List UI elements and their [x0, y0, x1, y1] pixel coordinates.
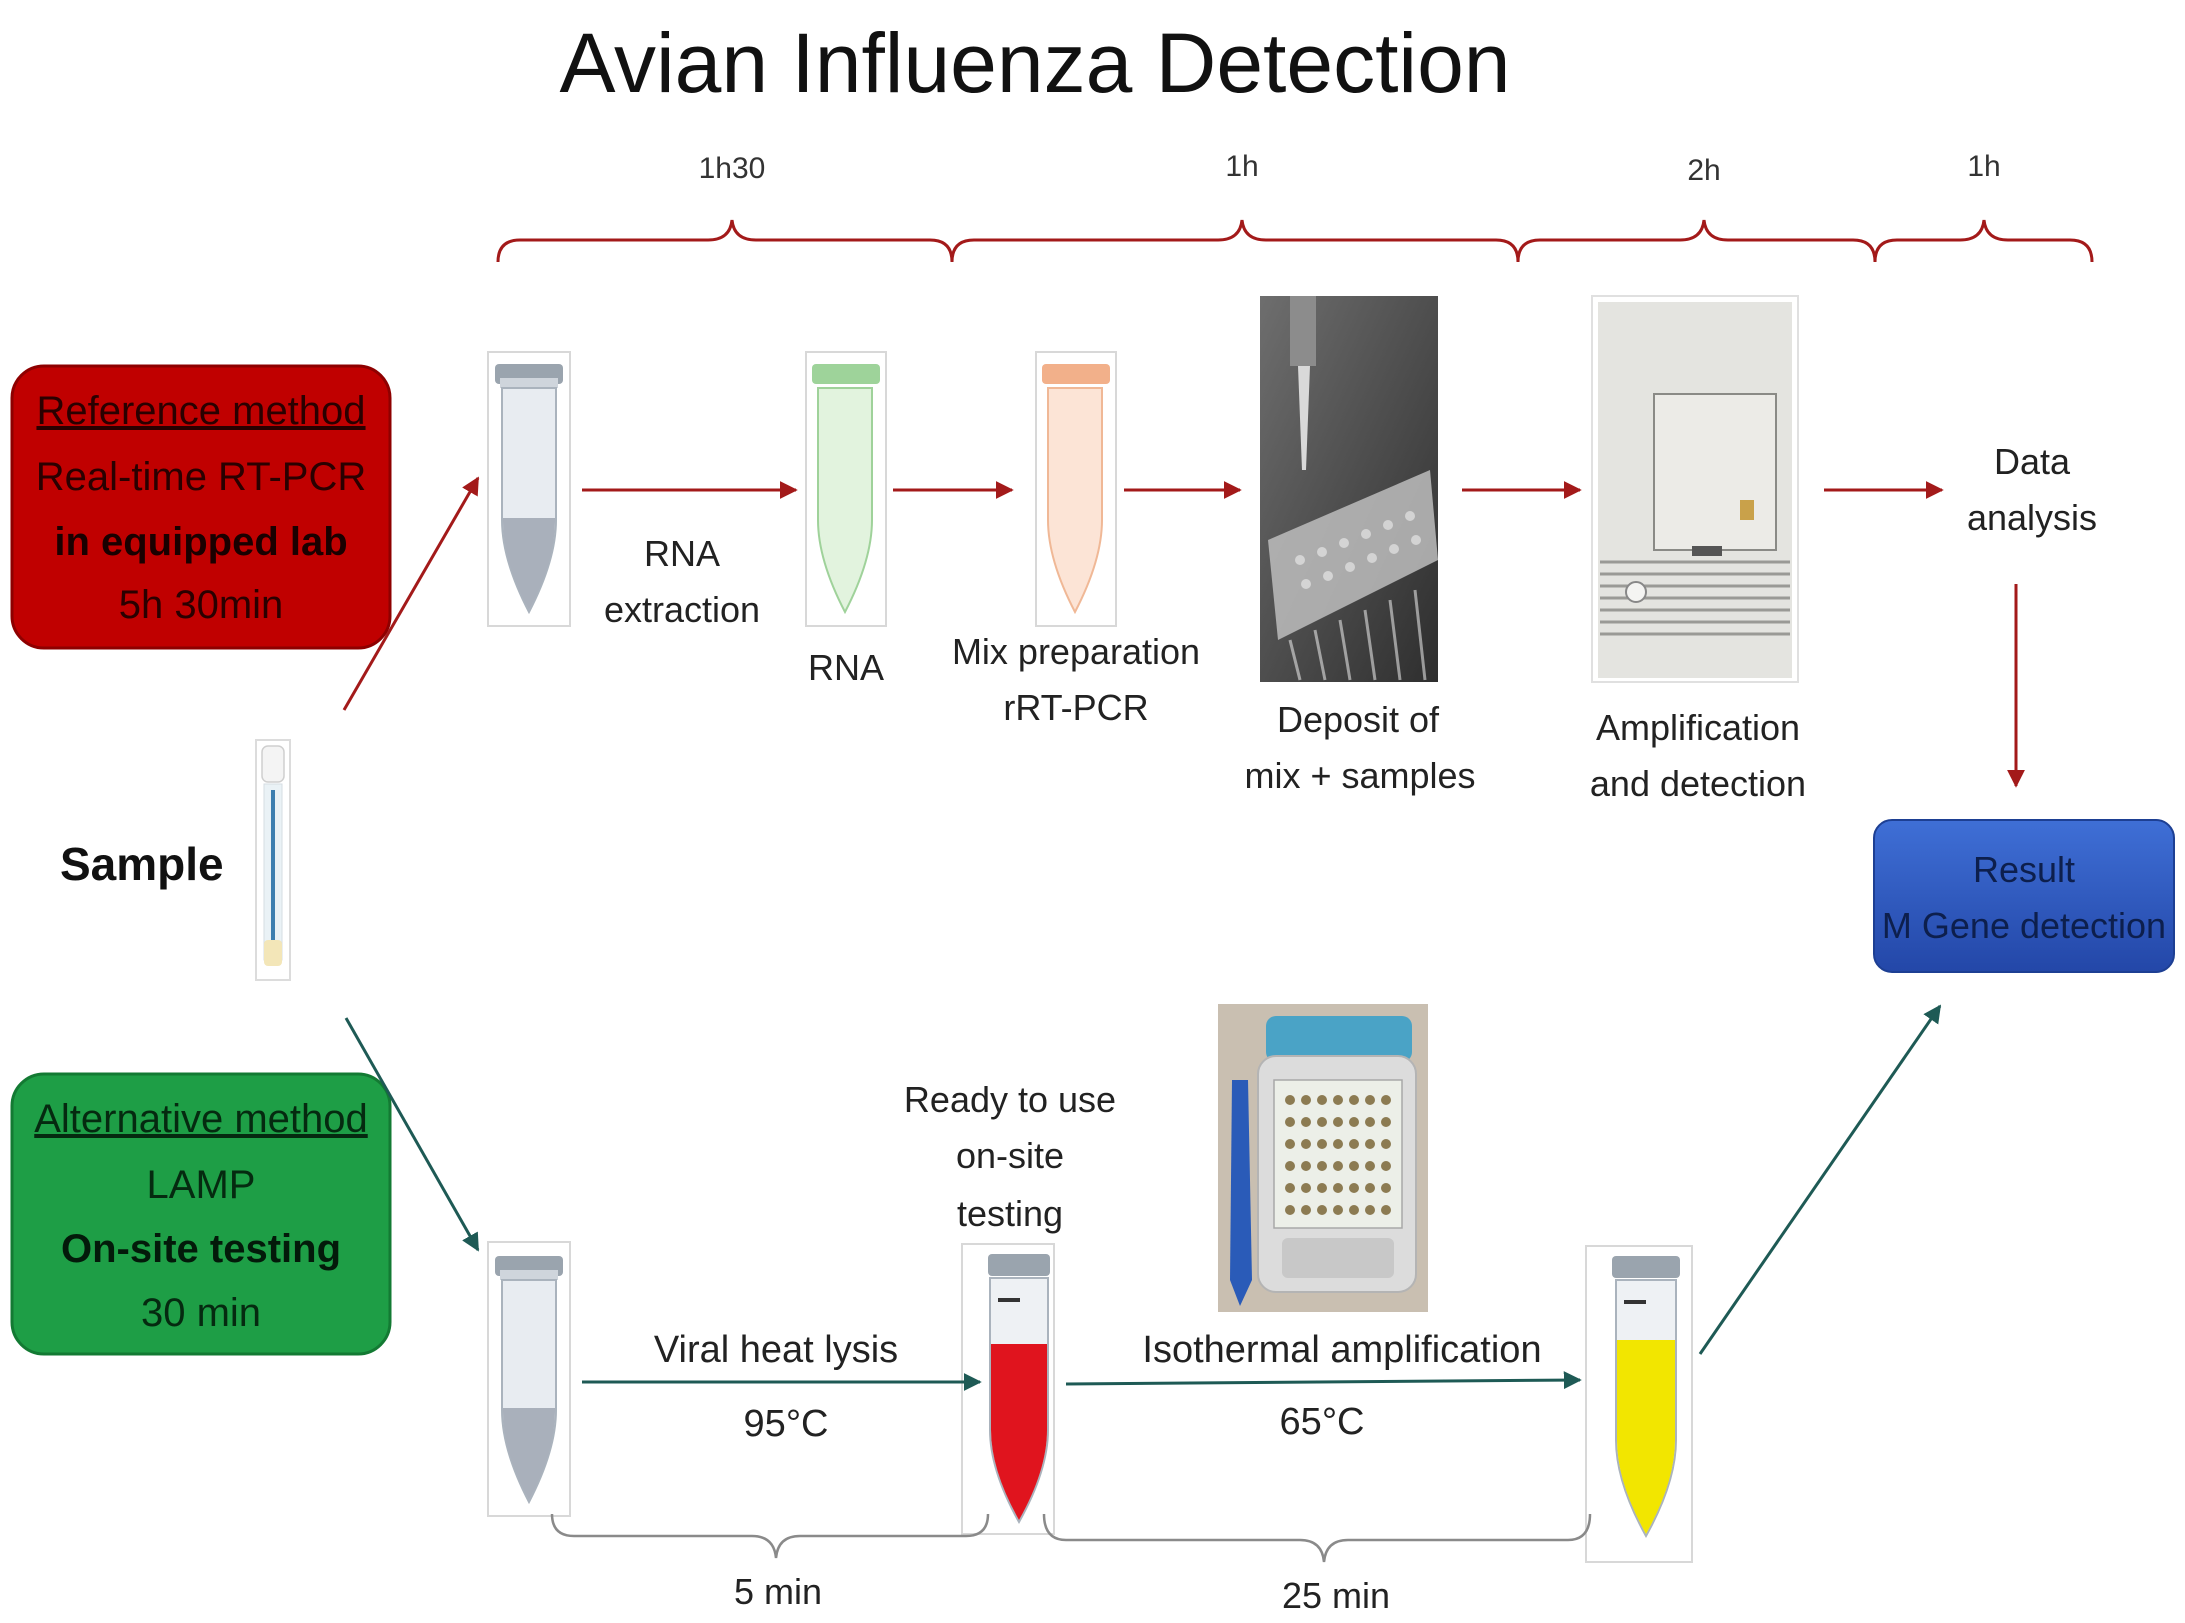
label-ready-1: Ready to use [904, 1079, 1116, 1120]
alternative-setting: On-site testing [61, 1227, 341, 1271]
alternative-duration: 30 min [141, 1291, 261, 1335]
tube-rna [805, 351, 887, 627]
alternative-heading: Alternative method [34, 1097, 368, 1141]
sample-swab-tube [255, 739, 291, 981]
reference-flow-arrows [342, 476, 2025, 788]
label-data-analysis-1: Data [1994, 441, 2071, 482]
pipette-plate-photo [1260, 296, 1438, 682]
thermocycler-photo [1591, 295, 1799, 683]
label-data-analysis-2: analysis [1967, 497, 2097, 538]
reference-duration: 5h 30min [119, 583, 284, 627]
brace-2h [1516, 219, 1877, 263]
tube-sample-top [487, 351, 571, 627]
label-rna-extraction-2: extraction [604, 589, 760, 630]
label-rna-extraction-1: RNA [644, 533, 720, 574]
reference-heading: Reference method [36, 389, 365, 433]
arrow-to-reference-start [342, 476, 480, 711]
reference-setting: in equipped lab [54, 520, 347, 564]
reference-method-box: Reference method Real-time RT-PCR in equ… [10, 364, 392, 650]
duration-label-3: 2h [1687, 154, 1720, 187]
arrow-to-alternative-start [344, 1017, 480, 1252]
label-mix-preparation-2: rRT-PCR [1003, 687, 1148, 728]
label-lysis-temperature: 95°C [744, 1403, 829, 1445]
duration-label-2: 1h [1225, 150, 1258, 183]
label-mix-preparation-1: Mix preparation [952, 631, 1200, 672]
label-ready-2: on-site [956, 1135, 1064, 1176]
tube-lamp-red [961, 1243, 1055, 1535]
tube-lamp-yellow [1585, 1245, 1693, 1563]
brace-1h-first [950, 219, 1520, 263]
label-ready-3: testing [957, 1193, 1063, 1234]
reference-method-name: Real-time RT-PCR [36, 455, 366, 499]
duration-label-4: 1h [1967, 150, 2000, 183]
tube-mix [1035, 351, 1117, 627]
timeline-braces [496, 219, 2094, 263]
result-box: Result M Gene detection [1873, 819, 2175, 973]
label-deposit-1: Deposit of [1277, 699, 1440, 740]
bottom-braces [550, 1513, 1592, 1563]
label-deposit-2: mix + samples [1244, 755, 1475, 796]
label-amplification-1: Amplification [1596, 707, 1800, 748]
duration-label-1: 1h30 [699, 152, 766, 185]
pen-icon [1230, 1080, 1252, 1306]
label-25-min: 25 min [1282, 1575, 1390, 1616]
brace-5min [550, 1513, 990, 1559]
arrow-isothermal-amplification [1065, 1371, 1582, 1390]
brace-25min [1042, 1513, 1592, 1563]
result-line-2: M Gene detection [1882, 905, 2166, 946]
brace-1h30 [496, 219, 954, 263]
sample-label: Sample [60, 838, 224, 890]
label-amplification-2: and detection [1590, 763, 1806, 804]
alternative-method-box: Alternative method LAMP On-site testing … [10, 1072, 392, 1356]
alternative-flow-arrows [344, 1004, 1942, 1391]
alternative-method-name: LAMP [147, 1163, 256, 1207]
label-viral-heat-lysis: Viral heat lysis [654, 1329, 898, 1371]
label-isothermal-temperature: 65°C [1280, 1401, 1365, 1443]
result-line-1: Result [1973, 849, 2075, 890]
label-rna: RNA [808, 647, 884, 688]
label-isothermal-amplification: Isothermal amplification [1142, 1329, 1541, 1371]
brace-1h-last [1873, 219, 2094, 263]
diagram-title: Avian Influenza Detection [559, 16, 1510, 110]
arrow-lamp-to-result [1698, 1004, 1942, 1355]
lamp-device-photo [1218, 1004, 1428, 1312]
tube-sample-bottom [487, 1241, 571, 1517]
label-5-min: 5 min [734, 1571, 822, 1612]
